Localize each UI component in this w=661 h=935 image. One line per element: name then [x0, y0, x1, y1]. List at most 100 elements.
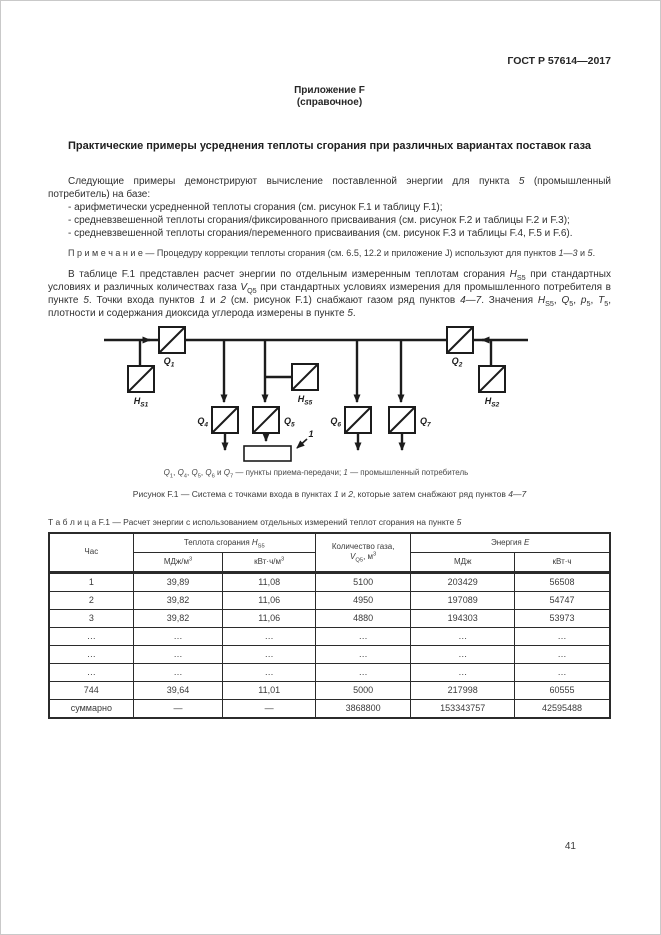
- page-title: Практические примеры усреднения теплоты …: [67, 140, 592, 152]
- gas-quantity-line2: VQ5, м3: [350, 551, 377, 564]
- col-header-mj: МДж: [410, 551, 516, 573]
- col-header-heat-group: Теплота сгорания HS5: [132, 532, 316, 553]
- label-q6: Q6: [330, 416, 341, 429]
- table-cell: …: [314, 644, 412, 664]
- annex-heading: Приложение F (справочное): [48, 85, 611, 109]
- list-item-arithmetic: - арифметически усредненной теплоты сгор…: [68, 202, 443, 213]
- table-cell: 56508: [514, 570, 611, 592]
- table-cell: …: [222, 626, 316, 646]
- table-cell: 11,06: [222, 608, 316, 628]
- table-cell: 60555: [514, 680, 611, 700]
- energy-table: Час Теплота сгорания HS5 Количество газа…: [48, 531, 611, 719]
- label-hs1: HS1: [134, 396, 149, 409]
- annex-type: (справочное): [296, 97, 363, 108]
- table-cell: 11,01: [222, 680, 316, 700]
- table-cell: …: [132, 626, 224, 646]
- figure-caption: Рисунок F.1 — Система с точками входа в …: [132, 488, 527, 499]
- label-q1: Q1: [164, 356, 175, 369]
- col-header-mj-m3: МДж/м3: [132, 551, 224, 573]
- table-cell: 39,82: [132, 590, 224, 610]
- table-cell: 203429: [410, 570, 516, 592]
- doc-number: ГОСТ Р 57614—2017: [507, 55, 611, 67]
- table-cell: 3: [48, 608, 134, 628]
- meter-q1: Q1: [158, 325, 186, 369]
- table-cell: 39,89: [132, 570, 224, 592]
- table-cell: 2: [48, 590, 134, 610]
- table-cell: 39,64: [132, 680, 224, 700]
- label-consumer: 1: [308, 429, 313, 439]
- table-cell: 4950: [314, 590, 412, 610]
- figure-f1: HS1 Q1 Q4 Q5: [101, 325, 531, 480]
- system-diagram: HS1 Q1 Q4 Q5: [104, 325, 528, 462]
- col-header-kwh: кВт·ч: [514, 551, 611, 573]
- col-header-hour: Час: [48, 532, 134, 573]
- table-cell: 194303: [410, 608, 516, 628]
- note-paragraph: П р и м е ч а н и е — Процедуру коррекци…: [68, 248, 596, 258]
- col-header-gas-quantity: Количество газа, VQ5, м3: [314, 532, 412, 573]
- table-cell: …: [222, 644, 316, 664]
- table-cell: 744: [48, 680, 134, 700]
- table-cell: …: [410, 662, 516, 682]
- label-q5: Q5: [284, 416, 295, 429]
- table-cell: 11,06: [222, 590, 316, 610]
- col-header-kwh-m3: кВт·ч/м3: [222, 551, 316, 573]
- meter-q4: Q4: [197, 339, 239, 451]
- table-cell: 54747: [514, 590, 611, 610]
- table-cell: —: [222, 698, 316, 718]
- table-cell: 217998: [410, 680, 516, 700]
- paragraph-intro: Следующие примеры демонстрируют вычислен…: [48, 176, 612, 200]
- table-cell: 1: [48, 570, 134, 592]
- page-number: 41: [564, 841, 576, 852]
- table-cell: …: [48, 626, 134, 646]
- annex-label: Приложение F: [294, 85, 365, 96]
- table-cell: …: [48, 662, 134, 682]
- table-cell: 197089: [410, 590, 516, 610]
- table-row: ………………: [48, 662, 611, 682]
- label-hs5: HS5: [298, 394, 313, 407]
- industrial-consumer-box: 1: [243, 429, 314, 462]
- table-cell: 39,82: [132, 608, 224, 628]
- table-cell: суммарно: [48, 698, 134, 718]
- meter-q6: Q6: [330, 339, 372, 451]
- meter-hs2: HS2: [478, 339, 506, 409]
- meter-q5: Q5: [252, 339, 295, 442]
- meter-q7: Q7: [388, 339, 431, 451]
- table-cell: …: [132, 662, 224, 682]
- gas-quantity-line1: Количество газа,: [331, 542, 395, 551]
- table-cell: …: [314, 626, 412, 646]
- consumer-pointer-arrow: [296, 437, 308, 449]
- table-row: ………………: [48, 644, 611, 664]
- meter-hs5: HS5: [291, 362, 319, 407]
- table-cell: …: [222, 662, 316, 682]
- table-cell: …: [410, 644, 516, 664]
- label-q7: Q7: [420, 416, 431, 429]
- table-cell: 53973: [514, 608, 611, 628]
- table-cell: …: [514, 626, 611, 646]
- table-cell: …: [410, 626, 516, 646]
- meter-q2: Q2: [446, 325, 474, 369]
- table-header-row-1: Час Теплота сгорания HS5 Количество газа…: [48, 532, 611, 573]
- label-q4: Q4: [197, 416, 208, 429]
- label-hs2: HS2: [485, 396, 500, 409]
- list-item-variable: - средневзвешенной теплоты сгорания/пере…: [68, 228, 573, 239]
- col-header-energy-group: Энергия E: [410, 532, 611, 553]
- table-cell: 5000: [314, 680, 412, 700]
- table-cell: …: [514, 644, 611, 664]
- table-cell: …: [514, 662, 611, 682]
- list-item-fixed: - средневзвешенной теплоты сгорания/фикс…: [68, 215, 570, 226]
- table-cell: 42595488: [514, 698, 611, 718]
- table-caption: Т а б л и ц а F.1 — Расчет энергии с исп…: [48, 516, 462, 527]
- table-cell: 4880: [314, 608, 412, 628]
- paragraph-table-intro: В таблице F.1 представлен расчет энергии…: [48, 268, 611, 319]
- table-cell: 3868800: [314, 698, 412, 718]
- figure-legend: Q1, Q4, Q5, Q6 и Q7 — пункты приема-пере…: [163, 467, 469, 480]
- label-q2: Q2: [452, 356, 463, 369]
- table-row: ………………: [48, 626, 611, 646]
- table-cell: 153343757: [410, 698, 516, 718]
- table-header-row-2: МДж/м3 кВт·ч/м3 МДж кВт·ч: [49, 551, 611, 573]
